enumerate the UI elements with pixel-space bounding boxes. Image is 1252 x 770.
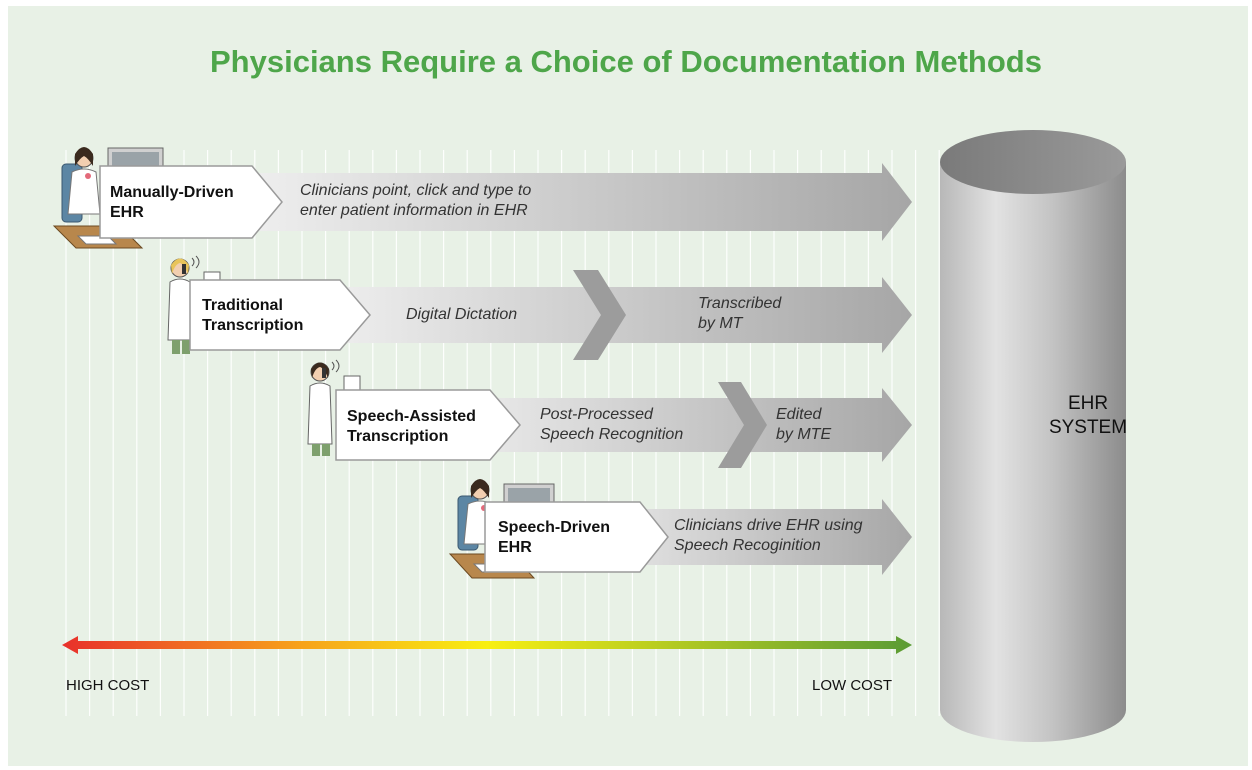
method-row-speech-assisted-transcription — [307, 359, 912, 468]
method-row-manual-ehr — [52, 147, 912, 249]
method-label-line: EHR — [110, 204, 144, 221]
method-label-box — [99, 165, 283, 239]
step-label-line: Transcribed — [698, 295, 782, 312]
method-label-line: Speech-Assisted — [347, 408, 476, 425]
cost-label-high: HIGH COST — [66, 677, 150, 694]
step-divider-chevron — [718, 382, 767, 468]
method-description: Clinicians drive EHR using Speech Recogi… — [674, 516, 863, 556]
method-label-line: Transcription — [347, 428, 449, 445]
method-label-line: Speech-Driven — [498, 519, 611, 536]
step-label-post-processed: Post-Processed Speech Recognition — [540, 405, 683, 445]
ehr-system-label-line: EHR — [1067, 393, 1109, 414]
method-label-speech-assisted-transcription: Speech-Assisted Transcription — [347, 407, 476, 447]
step-label-line: Edited — [776, 406, 822, 423]
physician-at-desk-icon — [52, 147, 164, 249]
method-description-line: Clinicians point, click and type to — [300, 182, 532, 199]
method-label-box — [484, 501, 669, 573]
method-row-speech-driven-ehr — [448, 479, 912, 579]
step-label-line: by MT — [698, 315, 743, 332]
method-description-line: Speech Recoginition — [674, 537, 821, 554]
physician-dictating-icon — [307, 359, 361, 456]
method-description: Clinicians point, click and type to ente… — [300, 181, 531, 221]
cost-label-low: LOW COST — [812, 677, 893, 694]
method-label-line: Manually-Driven — [110, 184, 234, 201]
physician-dictating-icon — [167, 255, 221, 354]
method-label-line: Traditional — [202, 297, 283, 314]
database-cylinder-icon — [940, 130, 1126, 742]
method-label-speech-driven-ehr: Speech-Driven EHR — [498, 518, 610, 558]
long-arrow — [100, 163, 912, 241]
step-label-line: by MTE — [776, 426, 832, 443]
method-description-line: enter patient information in EHR — [300, 202, 528, 219]
method-label-manual-ehr: Manually-Driven EHR — [110, 183, 234, 223]
method-label-line: EHR — [498, 539, 532, 556]
method-label-traditional-transcription: Traditional Transcription — [202, 296, 303, 336]
method-label-box — [335, 389, 521, 461]
step-label-digital-dictation: Digital Dictation — [406, 306, 518, 323]
page-title: Physicians Require a Choice of Documenta… — [210, 44, 1042, 79]
step-label-transcribed: Transcribed by MT — [698, 294, 781, 334]
method-label-box — [189, 279, 371, 351]
method-row-traditional-transcription — [167, 255, 912, 360]
long-arrow — [195, 277, 912, 353]
step-label-edited: Edited by MTE — [776, 405, 831, 445]
step-divider-chevron — [573, 270, 626, 360]
method-description-line: Clinicians drive EHR using — [674, 517, 863, 534]
method-label-line: Transcription — [202, 317, 304, 334]
cost-gradient-arrow — [62, 636, 912, 654]
ehr-system-label-line: SYSTEM — [1048, 417, 1128, 438]
ehr-system-label: EHR SYSTEM — [998, 392, 1178, 440]
step-label-line: Speech Recognition — [540, 426, 684, 443]
step-label-line: Post-Processed — [540, 406, 653, 423]
